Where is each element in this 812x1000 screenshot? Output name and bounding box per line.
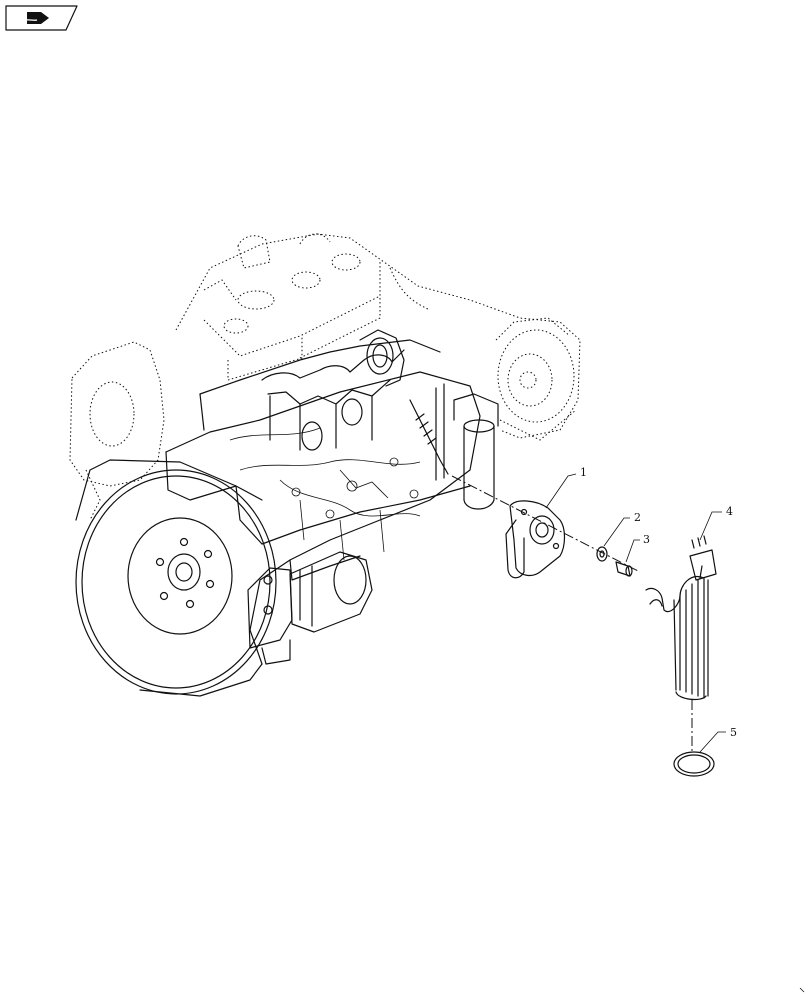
heater-element	[645, 535, 717, 701]
washer	[596, 546, 608, 562]
callout-2: 2	[634, 511, 641, 524]
corner-mark	[799, 987, 805, 993]
ring-gasket	[673, 751, 715, 777]
callout-3: 3	[643, 533, 650, 546]
forward-arrow-icon[interactable]	[5, 5, 78, 31]
engine-assembly	[69, 233, 581, 697]
callout-5: 5	[730, 726, 737, 739]
callout-1: 1	[580, 466, 587, 479]
callout-4: 4	[726, 505, 733, 518]
plug	[615, 561, 633, 577]
assembly-centerline	[451, 475, 641, 573]
mounting-plate	[505, 500, 566, 579]
callout-leaders	[545, 473, 726, 753]
